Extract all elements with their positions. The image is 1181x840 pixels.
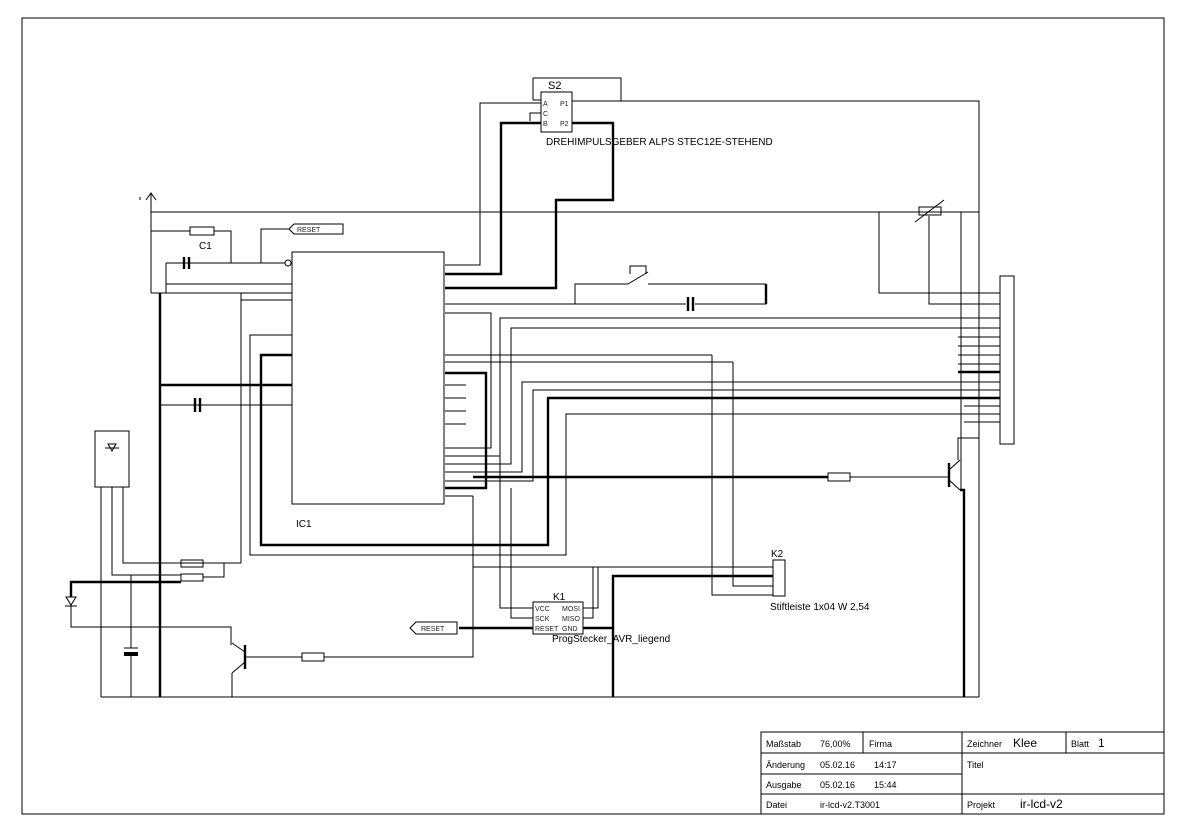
connector-k1: K1 VCC SCK RESET MOSI MISO GND ProgSteck… — [532, 592, 670, 645]
zeichner-label: Zeichner — [967, 739, 1002, 749]
pushbutton-switch — [621, 265, 766, 285]
ausgabe-label: Ausgabe — [766, 780, 802, 790]
transistor-t2 — [231, 642, 247, 674]
k2-ref: K2 — [771, 549, 784, 560]
s2-pin-c: C — [543, 111, 548, 118]
k1-pin-reset: RESET — [535, 626, 559, 633]
zeichner-value: Klee — [1013, 736, 1037, 750]
s2-pin-a: A — [543, 101, 548, 108]
k1-pin-miso: MISO — [562, 616, 580, 623]
s2-ref: S2 — [548, 80, 561, 92]
projekt-value: ir-lcd-v2 — [1020, 797, 1063, 811]
titel-label: Titel — [967, 760, 984, 770]
k1-value: ProgStecker_AVR_liegend — [552, 634, 670, 645]
title-block: Maßstab 76,00% Firma Zeichner Klee Blatt… — [760, 731, 1165, 815]
connector-k2: K2 Stiftleiste 1x04 W 2,54 — [770, 549, 870, 613]
potentiometer — [914, 199, 945, 223]
resistor-base-t1 — [827, 472, 851, 482]
reset-port-top: RESET — [288, 223, 344, 235]
encoder-s2: S2 A C B P1 P2 DREHIMPULSGEBER ALPS STEC… — [532, 77, 773, 148]
reset-top-label: RESET — [297, 227, 321, 234]
s2-pin-p1: P1 — [560, 101, 569, 108]
led — [65, 596, 77, 607]
massstab-value: 76,00% — [820, 739, 851, 749]
resistor-base-t2 — [301, 652, 325, 662]
lcd-connector — [999, 275, 1015, 445]
k1-pin-mosi: MOSI — [562, 606, 580, 613]
k1-pin-vcc: VCC — [535, 606, 550, 613]
k1-pin-gnd: GND — [562, 626, 578, 633]
firma-label: Firma — [869, 739, 892, 749]
k1-ref: K1 — [553, 592, 566, 603]
k2-value: Stiftleiste 1x04 W 2,54 — [770, 602, 870, 613]
s2-value: DREHIMPULSGEBER ALPS STEC12E-STEHEND — [546, 137, 773, 148]
mcu-ref: IC1 — [296, 519, 312, 530]
datei-label: Datei — [766, 800, 787, 810]
transistor-t1 — [947, 459, 961, 491]
reset-port-bottom: RESET — [409, 621, 458, 635]
reset-bottom-label: RESET — [421, 626, 445, 633]
blatt-value: 1 — [1098, 736, 1105, 750]
aenderung-time: 14:17 — [874, 760, 897, 770]
datei-value: ir-lcd-v2.T3001 — [820, 800, 880, 810]
k1-pin-sck: SCK — [535, 616, 550, 623]
ir-receiver — [94, 430, 130, 488]
aenderung-label: Änderung — [766, 760, 805, 770]
vcc-symbol — [145, 192, 157, 293]
resistor-reset-pullup — [189, 226, 215, 236]
c1-ref: C1 — [199, 241, 212, 252]
s2-pin-b: B — [543, 121, 548, 128]
s2-pin-p2: P2 — [560, 121, 569, 128]
mcu-ic1: IC1 — [291, 251, 445, 530]
ausgabe-time: 15:44 — [874, 780, 897, 790]
ausgabe-date: 05.02.16 — [820, 780, 855, 790]
massstab-label: Maßstab — [766, 739, 801, 749]
capacitor-electrolytic — [124, 647, 138, 656]
blatt-label: Blatt — [1071, 739, 1090, 749]
projekt-label: Projekt — [967, 800, 996, 810]
resistor-left-b — [180, 573, 204, 582]
aenderung-date: 05.02.16 — [820, 760, 855, 770]
sheet-border — [21, 17, 1165, 815]
